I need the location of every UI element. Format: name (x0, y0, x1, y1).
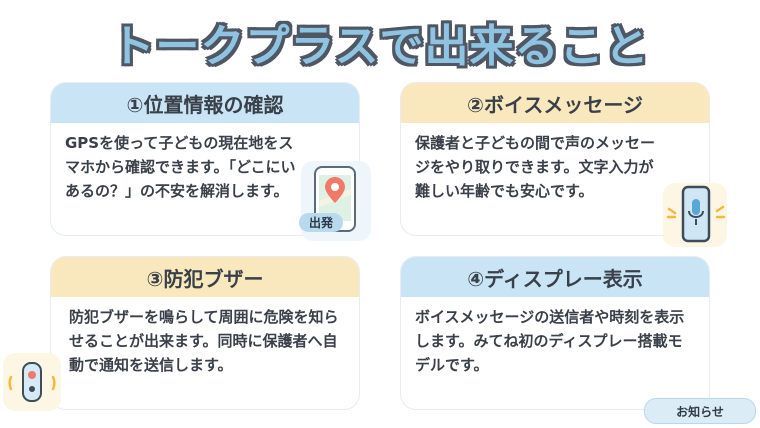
card-heading: ①位置情報の確認 (51, 83, 359, 123)
card-display: ④ディスプレー表示 ボイスメッセージの送信者や時刻を表示します。みてね初のディス… (400, 256, 710, 410)
card-voice-message: ②ボイスメッセージ 保護者と子どもの間で声のメッセージをやり取りできます。文字入… (400, 82, 727, 247)
card-body: ボイスメッセージの送信者や時刻を表示します。みてね初のディスプレー搭載モデルです… (415, 308, 685, 374)
notice-button[interactable]: お知らせ (644, 398, 756, 424)
card-heading: ②ボイスメッセージ (401, 83, 709, 123)
card-security-buzzer: ③防犯ブザー 防犯ブザーを鳴らして周囲に危険を知らせることが出来ます。同時に保護… (3, 256, 360, 411)
card-heading: ③防犯ブザー (51, 257, 359, 297)
card-body: 防犯ブザーを鳴らして周囲に危険を知らせることが出来ます。同時に保護者へ自動で通知… (69, 308, 339, 374)
card-location: ①位置情報の確認 GPSを使って子どもの現在地をスマホから確認できます。「どこに… (50, 82, 371, 241)
depart-tag: 出発 (299, 213, 344, 232)
card-heading: ④ディスプレー表示 (401, 257, 709, 297)
card-body: 保護者と子どもの間で声のメッセージをやり取りできます。文字入力が難しい年齢でも安… (415, 134, 656, 200)
alarm-buzzer-icon (3, 353, 61, 411)
phone-microphone-icon (663, 183, 727, 247)
page-title: トークプラスで出来ること (110, 21, 650, 72)
phone-map-icon: 出発 (299, 161, 371, 241)
card-body: GPSを使って子どもの現在地をスマホから確認できます。「どこにいあるの？」の不安… (65, 134, 296, 200)
